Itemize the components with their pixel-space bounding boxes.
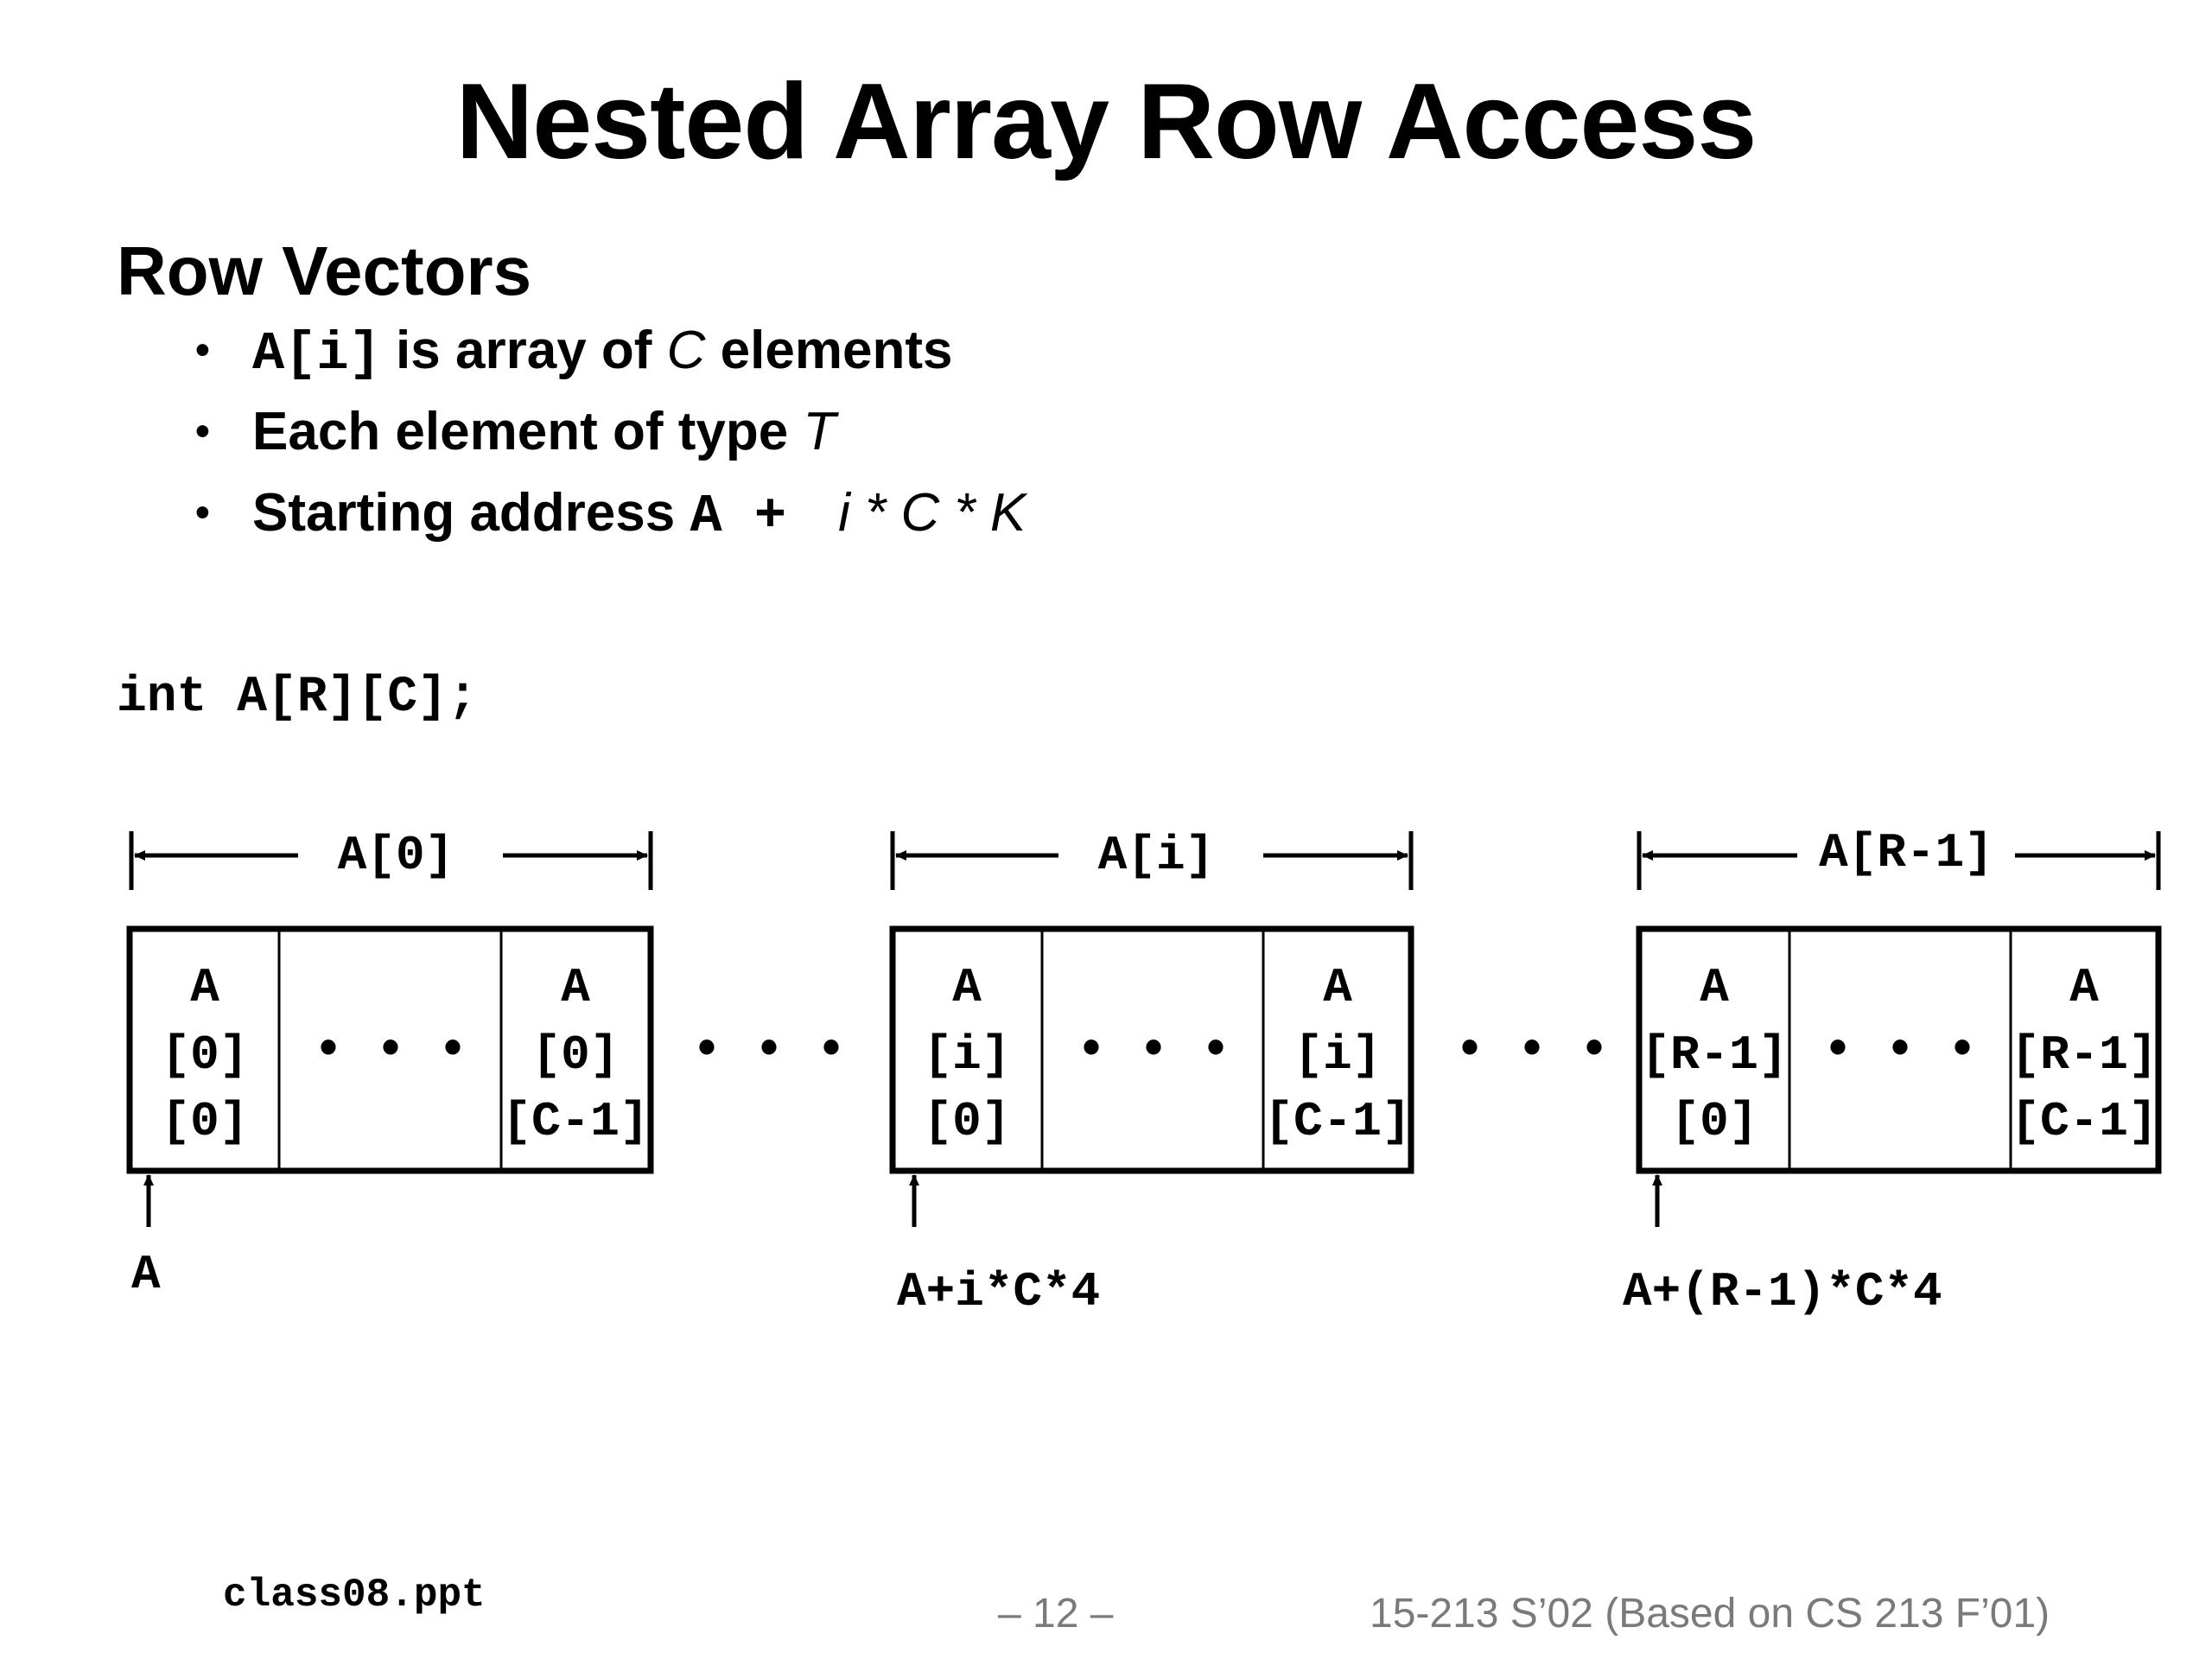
bullet-italic: T bbox=[803, 402, 836, 461]
cell-label-line: A bbox=[952, 960, 982, 1015]
cell-label-line: [0] bbox=[924, 1094, 1011, 1149]
cell-label-line: [R-1] bbox=[1641, 1027, 1788, 1083]
bullet-dot-icon: • bbox=[195, 490, 210, 536]
address-label: A bbox=[131, 1247, 161, 1302]
footer-course: 15-213 S’02 (Based on CS 213 F’01) bbox=[1370, 1591, 2050, 1637]
span-label: A[R-1] bbox=[1819, 825, 1993, 880]
cell-label-line: [0] bbox=[162, 1027, 249, 1083]
array-declaration: int A[R][C]; bbox=[117, 670, 478, 726]
cell-label-line: [i] bbox=[1294, 1027, 1382, 1083]
bullet-text: Each element of type bbox=[252, 402, 804, 461]
row-outline bbox=[1636, 925, 2162, 1174]
bullet-code: A + bbox=[690, 486, 787, 547]
between-rows-ellipsis: • • • bbox=[691, 1022, 847, 1081]
ellipsis: • • • bbox=[1822, 1022, 1978, 1081]
cell-label-line: [0] bbox=[532, 1027, 620, 1083]
cell-label-line: A bbox=[190, 960, 219, 1015]
ellipsis: • • • bbox=[313, 1022, 468, 1081]
address-label: A+(R-1)*C*4 bbox=[1623, 1264, 1942, 1319]
bullet-italic: C bbox=[666, 321, 706, 380]
span-label: A[i] bbox=[1098, 828, 1214, 883]
between-rows-ellipsis: • • • bbox=[1454, 1022, 1610, 1081]
ellipsis: • • • bbox=[1076, 1022, 1231, 1081]
row-block: A[R-1] A [R-1] [0] • • • A [R-1] [C-1] A… bbox=[1623, 825, 2162, 1319]
bullet-code: A[i] bbox=[252, 323, 381, 385]
span-label: A[0] bbox=[338, 828, 454, 883]
cell-label-line: A bbox=[1700, 960, 1729, 1015]
footer-page-number: – 12 – bbox=[998, 1591, 1114, 1637]
footer-filename: class08.ppt bbox=[223, 1573, 486, 1618]
row-block: A[0] A [0] [0] • • • A [0] [C-1] A bbox=[126, 828, 654, 1302]
row-block: A[i] A [i] [0] • • • A [i] [C-1] A+i*C*4 bbox=[889, 828, 1414, 1319]
cell-label-line: [C-1] bbox=[1264, 1094, 1411, 1149]
cell-label-line: [0] bbox=[1671, 1094, 1758, 1149]
bullet-dot-icon: • bbox=[195, 409, 210, 454]
address-label: A+i*C*4 bbox=[897, 1264, 1100, 1319]
cell-label-line: [R-1] bbox=[2011, 1027, 2158, 1083]
row-outline bbox=[126, 925, 654, 1174]
cell-label-line: [0] bbox=[162, 1094, 249, 1149]
cell-label-line: A bbox=[2069, 960, 2099, 1015]
cell-label-line: A bbox=[1323, 960, 1352, 1015]
bullet-text: Starting address bbox=[252, 483, 690, 543]
cell-label-line: A bbox=[561, 960, 590, 1015]
bullet-dot-icon: • bbox=[195, 327, 210, 373]
row-outline bbox=[889, 925, 1414, 1174]
bullet-italic: i * C * K bbox=[838, 483, 1027, 543]
section-heading: Row Vectors bbox=[117, 232, 532, 309]
cell-label-line: [C-1] bbox=[2011, 1094, 2158, 1149]
cell-label-line: [C-1] bbox=[502, 1094, 649, 1149]
cell-label-line: [i] bbox=[924, 1027, 1011, 1083]
slide-title: Nested Array Row Access bbox=[455, 62, 1758, 181]
bullet-text: is array of bbox=[380, 321, 667, 380]
bullet-text: elements bbox=[705, 321, 953, 380]
